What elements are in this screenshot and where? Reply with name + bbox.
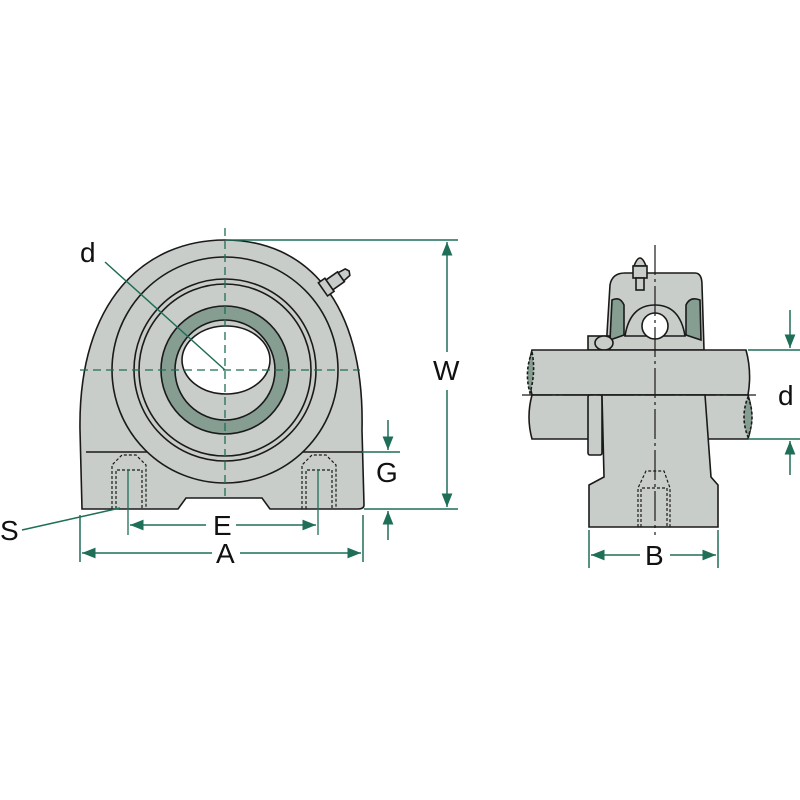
label-g: G (376, 457, 398, 488)
shaft-end-right (743, 394, 753, 440)
front-dimensions (21, 239, 458, 562)
label-a: A (216, 538, 235, 569)
side-dimensions (588, 310, 800, 568)
grease-nipple-side-icon (632, 257, 648, 291)
cap-side-right (685, 298, 702, 342)
side-centerlines (522, 245, 756, 535)
pedestal (588, 394, 719, 528)
s-leader (21, 507, 121, 531)
shaft-upper (528, 349, 751, 396)
shaft-end-left (526, 349, 535, 396)
label-d-side: d (778, 380, 794, 411)
label-b: B (645, 540, 664, 571)
cap-side-left (609, 298, 625, 342)
bore-hole (181, 325, 271, 395)
label-d-front: d (80, 237, 96, 268)
side-view (526, 257, 753, 528)
label-s: S (0, 515, 19, 546)
front-centerlines (80, 228, 360, 535)
collar-lower (587, 394, 603, 456)
bolt-hole-right (301, 454, 337, 509)
bolt-hole-left (111, 454, 147, 509)
front-view (79, 239, 365, 510)
grease-nipple-icon (317, 267, 351, 298)
label-w: W (433, 355, 460, 386)
d-leader (104, 261, 226, 371)
label-e: E (213, 510, 232, 541)
set-screw (594, 335, 614, 351)
